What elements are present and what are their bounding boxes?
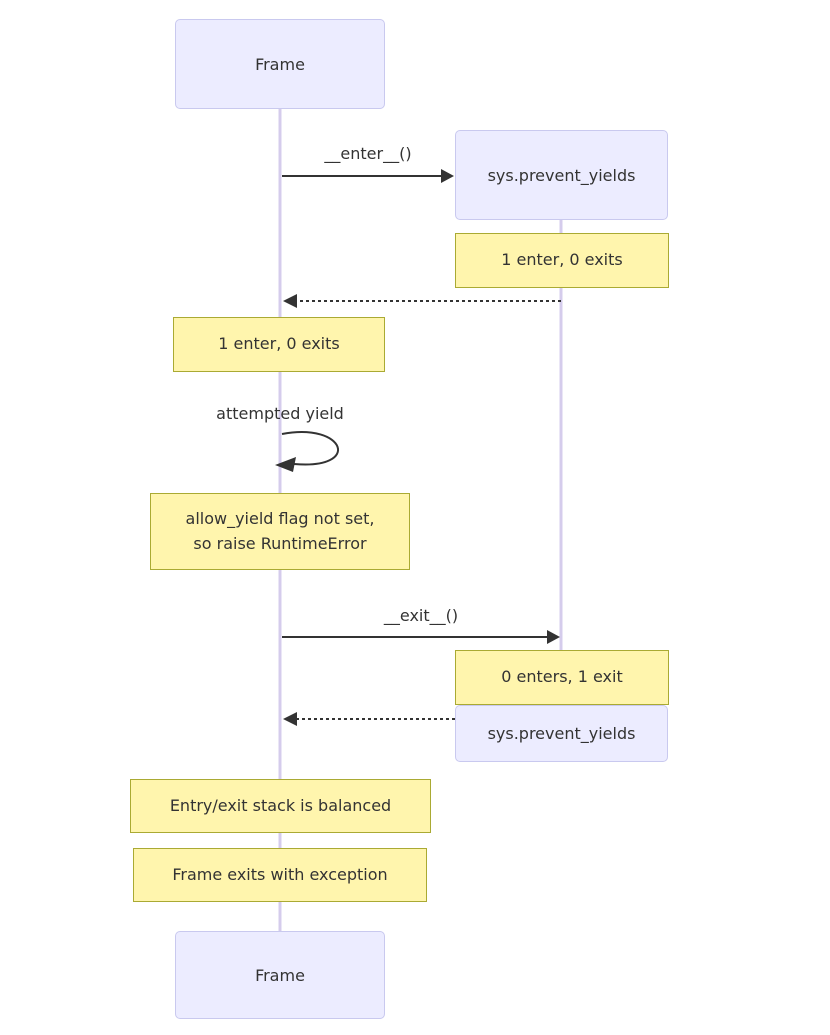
message-return2-arrowhead bbox=[283, 712, 297, 726]
note-frame-enter-count: 1 enter, 0 exits bbox=[173, 317, 385, 372]
message-exit-arrowhead bbox=[547, 630, 560, 644]
message-return1-arrowhead bbox=[283, 294, 297, 308]
note-stack-balanced: Entry/exit stack is balanced bbox=[130, 779, 431, 833]
message-self-loop-arrowhead bbox=[275, 457, 296, 472]
actor-frame-bottom: Frame bbox=[175, 931, 385, 1019]
actor-sys-prevent-yields-end: sys.prevent_yields bbox=[455, 705, 668, 762]
message-enter-arrowhead bbox=[441, 169, 454, 183]
actor-frame-top: Frame bbox=[175, 19, 385, 109]
note-frame-raise-runtimeerror: allow_yield flag not set, so raise Runti… bbox=[150, 493, 410, 570]
note-sys-exit-count: 0 enters, 1 exit bbox=[455, 650, 669, 705]
message-enter-label: __enter__() bbox=[324, 143, 412, 163]
message-self-loop bbox=[281, 431, 339, 466]
message-exit-label: __exit__() bbox=[383, 605, 459, 625]
note-frame-exits-exception: Frame exits with exception bbox=[133, 848, 427, 902]
message-self-loop-label: attempted yield bbox=[216, 403, 344, 423]
note-sys-enter-count: 1 enter, 0 exits bbox=[455, 233, 669, 288]
actor-sys-prevent-yields-created: sys.prevent_yields bbox=[455, 130, 668, 220]
